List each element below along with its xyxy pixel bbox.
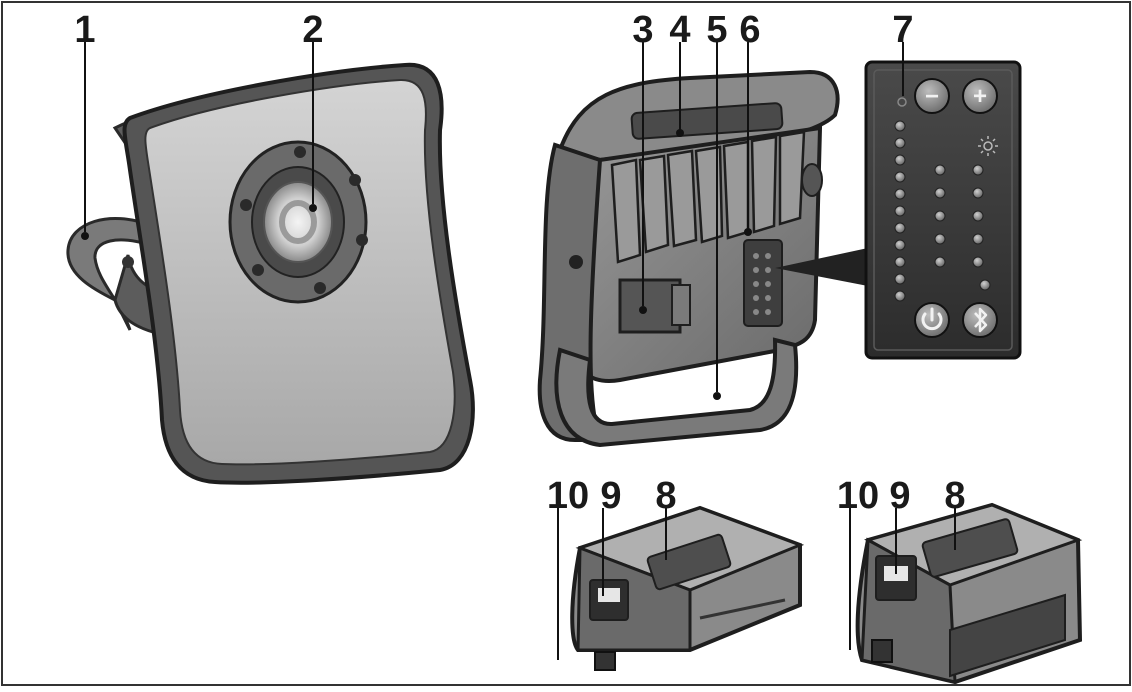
callout-8-small-battery: 8 [655,475,676,517]
lamp-front-view [66,42,475,485]
callout-7: 7 [892,9,913,51]
callout-3: 3 [632,9,653,51]
ring-screws [240,146,368,294]
panel-inner-border [873,69,1013,351]
side-pivot [569,255,583,269]
callout-6: 6 [739,9,760,51]
rear-control-panel [743,239,783,327]
zoomed-control-panel: − + [864,42,1022,360]
callout-10-large-battery: 10 [837,475,879,517]
battery-pack-large [849,502,1083,685]
rear-panel-leds [753,253,771,315]
dimmer-plus-button[interactable] [962,78,998,114]
bracket-pivot [122,256,134,268]
battery-b-grip-pad [949,593,1066,678]
led-lens [263,181,333,263]
leader-dot-3 [639,306,647,314]
mode-leds-middle [934,164,946,268]
zoom-pointer [775,248,868,286]
battery-b-latch-rail [921,518,1019,578]
minus-icon: − [925,83,939,110]
battery-indicator-icon [897,97,907,107]
bottom-stand [554,337,799,448]
callout-2: 2 [302,9,323,51]
callout-5: 5 [706,9,727,51]
battery-a-charge-display [598,588,620,602]
leader-dot-1 [81,232,89,240]
lamp-rear-view [537,42,868,448]
battery-a-ridge [699,598,786,620]
leader-dot-4 [676,129,684,137]
battery-level-leds [894,120,906,302]
plus-icon: + [973,83,987,110]
battery-pack-small [557,505,805,671]
leader-dot-6 [744,228,752,236]
battery-slot-rail [671,284,691,326]
callout-4: 4 [669,9,690,51]
bluetooth-icon [974,307,988,333]
brightness-leds [972,164,991,291]
callout-10-small-battery: 10 [547,475,589,517]
callout-9-small-battery: 9 [600,475,621,517]
battery-a-latch-rail [646,533,732,591]
callout-9-large-battery: 9 [889,475,910,517]
callout-1: 1 [74,9,95,51]
sun-icon [978,136,998,156]
battery-a-port [594,651,616,671]
leader-dot-2 [309,204,317,212]
callout-8-large-battery: 8 [944,475,965,517]
leader-dot-5 [713,392,721,400]
led-lens-center [279,200,317,244]
side-knob [801,163,823,197]
battery-b-port [871,639,893,663]
handle-grip-slot [630,102,784,140]
dimmer-minus-button[interactable] [914,78,950,114]
power-icon [921,307,943,331]
